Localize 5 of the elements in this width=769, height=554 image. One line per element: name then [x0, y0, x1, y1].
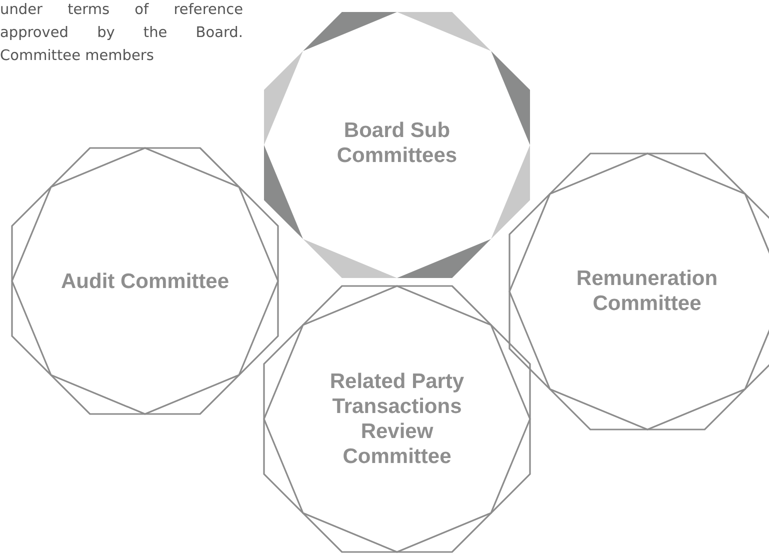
- committee-name: Related Party Transactions Review Committee: [328, 369, 466, 469]
- committee-name: Audit Committee: [61, 268, 229, 294]
- committee-name: Remuneration Committee: [575, 266, 719, 316]
- committee-name: Board Sub Committees: [336, 118, 458, 168]
- paragraph-text: under terms of reference approved by the Board. Committee members: [0, 1, 243, 66]
